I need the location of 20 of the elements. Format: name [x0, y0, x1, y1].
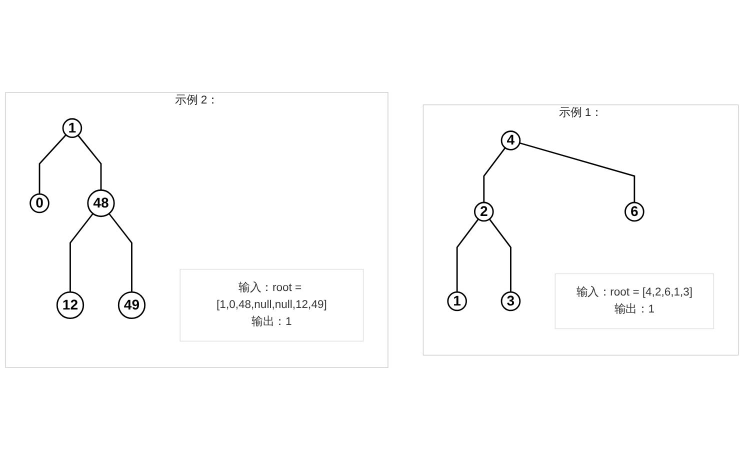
node-box: 输入：root = [4,2,6,1,3] 输出：1 — [554, 273, 714, 330]
node-circle: 4 — [500, 130, 521, 150]
node-circle: 49 — [118, 291, 146, 319]
connector — [77, 134, 102, 190]
node-box: 输入：root = [1,0,48,null,null,12,49] 输出：1 — [180, 268, 364, 342]
node-circle: 1 — [447, 291, 467, 312]
connector — [519, 142, 636, 203]
node-circle: 0 — [30, 193, 50, 214]
node-circle: 6 — [624, 202, 644, 222]
connector — [70, 213, 94, 292]
node-circle: 3 — [500, 291, 521, 312]
node-circle: 2 — [474, 202, 494, 222]
node-circle: 1 — [62, 118, 82, 138]
node-circle: 48 — [87, 189, 115, 218]
connector — [38, 134, 66, 194]
node-circle: 12 — [56, 291, 84, 319]
connector — [488, 218, 512, 292]
connector — [483, 147, 506, 203]
connector — [456, 218, 479, 292]
connector — [108, 213, 132, 292]
